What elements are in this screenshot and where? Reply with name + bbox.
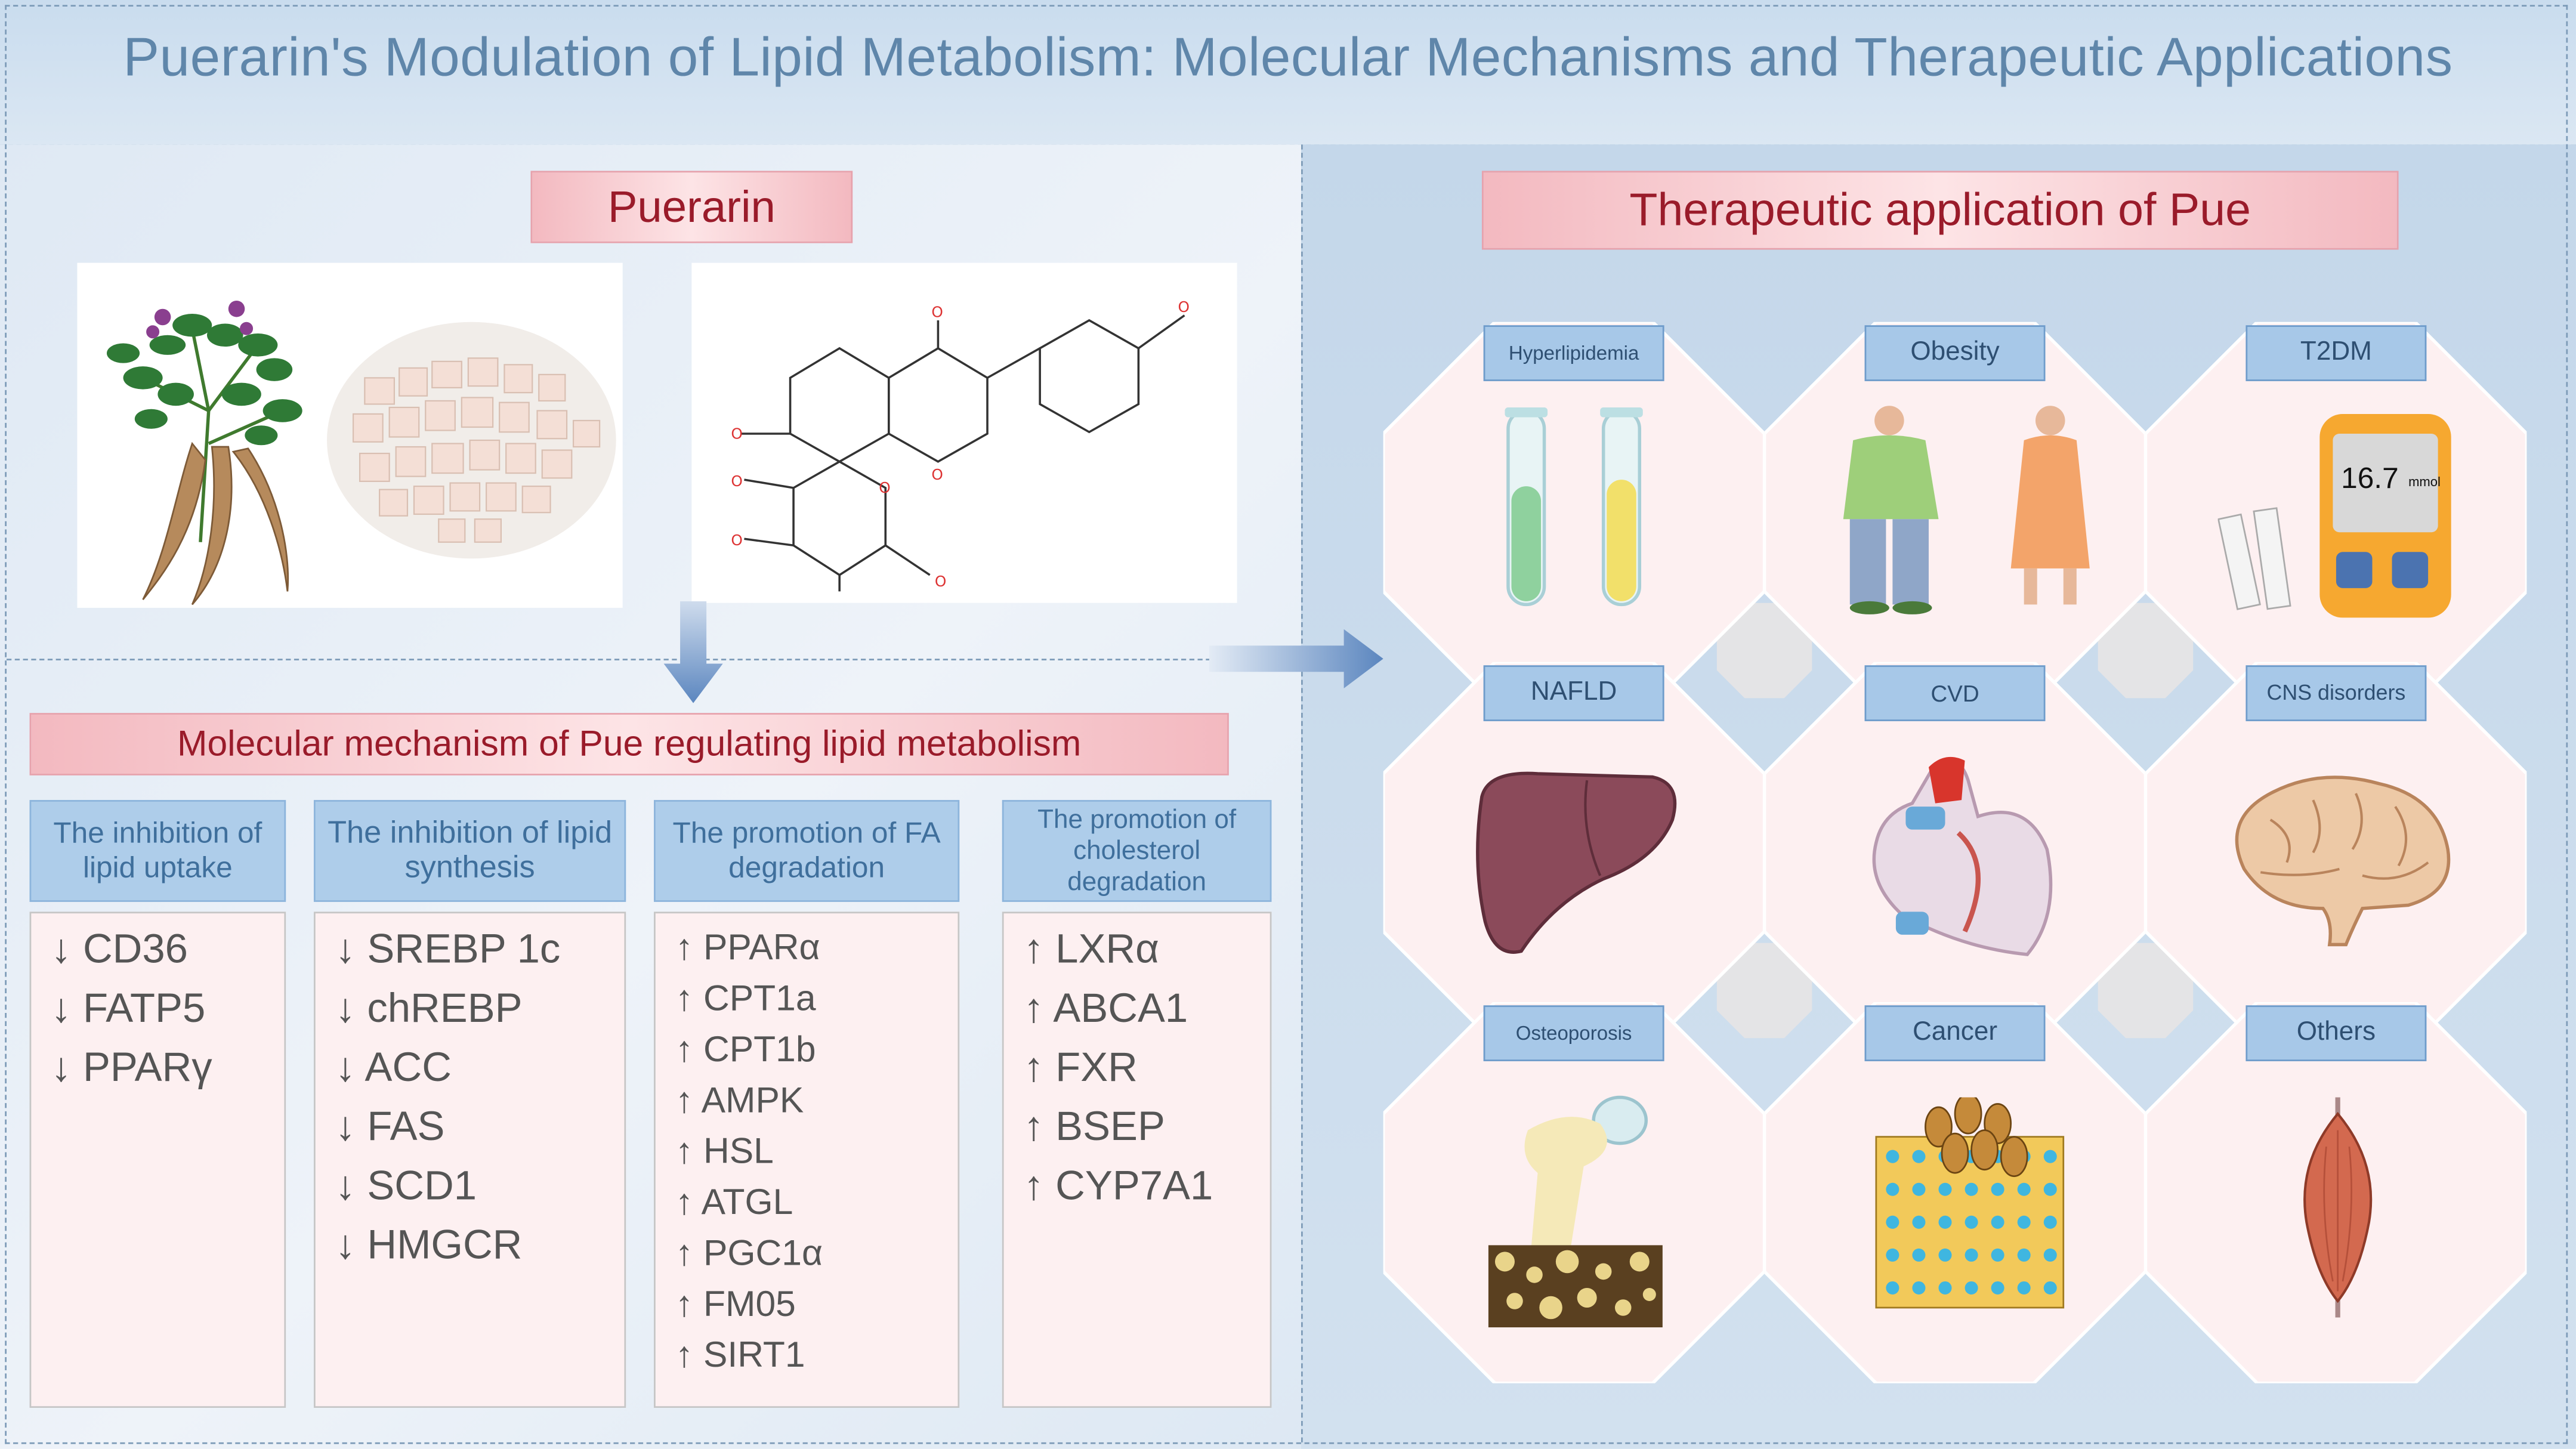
mechanism-item: ↑ ATGL	[675, 1181, 793, 1222]
svg-text:O: O	[931, 466, 943, 483]
meter-reading: 16.7	[2341, 461, 2399, 495]
mechanism-list-fa-degradation: ↑ PPARα ↑ CPT1a ↑ CPT1b ↑ AMPK ↑ HSL ↑ A…	[654, 912, 960, 1408]
application-card-hyperlipidemia: Hyperlipidemia	[1383, 322, 1765, 703]
mechanism-item: ↑ LXRα	[1023, 926, 1159, 973]
mechanism-item: ↑ SIRT1	[675, 1334, 805, 1375]
meter-button	[2336, 552, 2373, 588]
mechanism-list-synthesis: ↓ SREBP 1c ↓ chREBP ↓ ACC ↓ FAS ↓ SCD1 ↓…	[313, 912, 626, 1408]
therapeutic-label: Therapeutic application of Pue	[1629, 184, 2251, 235]
mechanism-item: ↓ SCD1	[335, 1163, 477, 1209]
card-octagon	[1383, 322, 1765, 703]
application-card-others: Others	[2145, 1002, 2527, 1383]
mechanism-heading-text: The promotion of FA degradation	[672, 816, 941, 884]
mechanism-banner: Molecular mechanism of Pue regulating li…	[29, 713, 1229, 776]
mechanism-item: ↓ ACC	[335, 1045, 452, 1091]
mechanism-item: ↑ ABCA1	[1023, 985, 1188, 1032]
down-arrow-icon	[663, 601, 723, 703]
kudzu-plant-image	[77, 262, 623, 608]
heart-icon	[1872, 756, 2053, 956]
mechanism-item: ↑ BSEP	[1023, 1104, 1165, 1150]
cancer-cells-icon	[1875, 1097, 2065, 1309]
application-card-t2dm: T2DM 16.7 mmol	[2145, 322, 2527, 703]
bone-icon	[1488, 1095, 1663, 1328]
svg-text:O: O	[731, 472, 743, 490]
mechanism-item: ↑ CPT1a	[675, 977, 816, 1019]
obese-people-icon	[1843, 406, 2090, 614]
mechanism-heading-text: The inhibition of lipid synthesis	[328, 816, 613, 886]
svg-text:O: O	[931, 303, 943, 320]
svg-text:O: O	[731, 425, 743, 442]
page-title: Puerarin's Modulation of Lipid Metabolis…	[123, 26, 2453, 87]
mechanism-item: ↑ PPARα	[675, 926, 820, 968]
application-card-cns-disorders: CNS disorders	[2145, 662, 2527, 1043]
card-label: Obesity	[1864, 325, 2046, 381]
svg-text:O: O	[879, 479, 891, 496]
card-label: CVD	[1864, 665, 2046, 721]
mechanism-item: ↑ FM05	[675, 1283, 796, 1324]
title-bar	[0, 0, 2576, 147]
mechanism-item: ↑ FXR	[1023, 1045, 1138, 1091]
svg-text:O: O	[935, 573, 947, 590]
svg-text:O: O	[731, 532, 743, 549]
mechanism-item: ↓ FAS	[335, 1104, 445, 1150]
separator-octagon	[2098, 943, 2194, 1039]
meter-unit: mmol	[2408, 474, 2441, 490]
mechanism-label: Molecular mechanism of Pue regulating li…	[177, 722, 1082, 764]
mechanism-item: ↑ HSL	[675, 1130, 774, 1172]
application-card-cancer: Cancer	[1764, 1002, 2146, 1383]
test-strips-icon	[2217, 507, 2291, 610]
mechanism-heading-text: The inhibition of lipid uptake	[53, 816, 262, 884]
svg-text:O: O	[1178, 298, 1190, 316]
mechanism-heading-synthesis: The inhibition of lipid synthesis	[313, 800, 626, 902]
mechanism-item: ↑ PGC1α	[675, 1232, 823, 1274]
puerarin-structure-image: O O O O O O O O	[691, 262, 1237, 603]
meter-screen: 16.7 mmol	[2333, 434, 2441, 533]
mechanism-item: ↓ FATP5	[51, 985, 206, 1032]
card-label: Others	[2245, 1005, 2427, 1061]
application-card-nafld: NAFLD	[1383, 662, 1765, 1043]
kudzu-root-icon	[106, 300, 616, 605]
glucose-meter-icon: 16.7 mmol	[2319, 413, 2451, 618]
mechanism-list-uptake: ↓ CD36 ↓ FATP5 ↓ PPARγ	[29, 912, 286, 1408]
mechanism-heading-text: The promotion of cholesterol degradation	[1037, 805, 1237, 897]
puerarin-banner: Puerarin	[530, 171, 853, 243]
application-card-osteoporosis: Osteoporosis	[1383, 1002, 1765, 1383]
application-card-cvd: CVD	[1764, 662, 2146, 1043]
puerarin-label: Puerarin	[607, 182, 776, 232]
mechanism-heading-uptake: The inhibition of lipid uptake	[29, 800, 286, 902]
right-arrow-icon	[1209, 629, 1383, 688]
mechanism-heading-cholesterol: The promotion of cholesterol degradation	[1002, 800, 1272, 902]
horizontal-divider	[7, 659, 1302, 661]
separator-octagon	[1716, 943, 1812, 1039]
card-label: CNS disorders	[2245, 665, 2427, 721]
mechanism-item: ↓ HMGCR	[335, 1222, 523, 1268]
test-tubes-icon	[1505, 407, 1643, 607]
meter-button	[2392, 552, 2429, 588]
mechanism-item: ↓ SREBP 1c	[335, 926, 561, 973]
card-label: NAFLD	[1483, 665, 1664, 721]
chemical-structure-icon: O O O O O O O O	[731, 298, 1190, 592]
therapeutic-banner: Therapeutic application of Pue	[1481, 171, 2399, 250]
separator-octagon	[1716, 603, 1812, 699]
vertical-divider	[1301, 144, 1303, 1442]
mechanism-item: ↑ AMPK	[675, 1079, 804, 1121]
card-label: Cancer	[1864, 1005, 2046, 1061]
application-card-obesity: Obesity	[1764, 322, 2146, 703]
card-label: T2DM	[2245, 325, 2427, 381]
mechanism-item: ↑ CYP7A1	[1023, 1163, 1213, 1209]
mechanism-item: ↓ PPARγ	[51, 1045, 212, 1091]
mechanism-item: ↓ chREBP	[335, 985, 523, 1032]
separator-octagon	[2098, 603, 2194, 699]
mechanism-item: ↓ CD36	[51, 926, 188, 973]
mechanism-list-cholesterol: ↑ LXRα ↑ ABCA1 ↑ FXR ↑ BSEP ↑ CYP7A1	[1002, 912, 1272, 1408]
card-label: Hyperlipidemia	[1483, 325, 1664, 381]
brain-icon	[2235, 776, 2451, 947]
mechanism-item: ↑ CPT1b	[675, 1028, 816, 1070]
muscle-icon	[2303, 1097, 2373, 1318]
liver-icon	[1476, 771, 1677, 954]
mechanism-heading-fa-degradation: The promotion of FA degradation	[654, 800, 960, 902]
card-label: Osteoporosis	[1483, 1005, 1664, 1061]
